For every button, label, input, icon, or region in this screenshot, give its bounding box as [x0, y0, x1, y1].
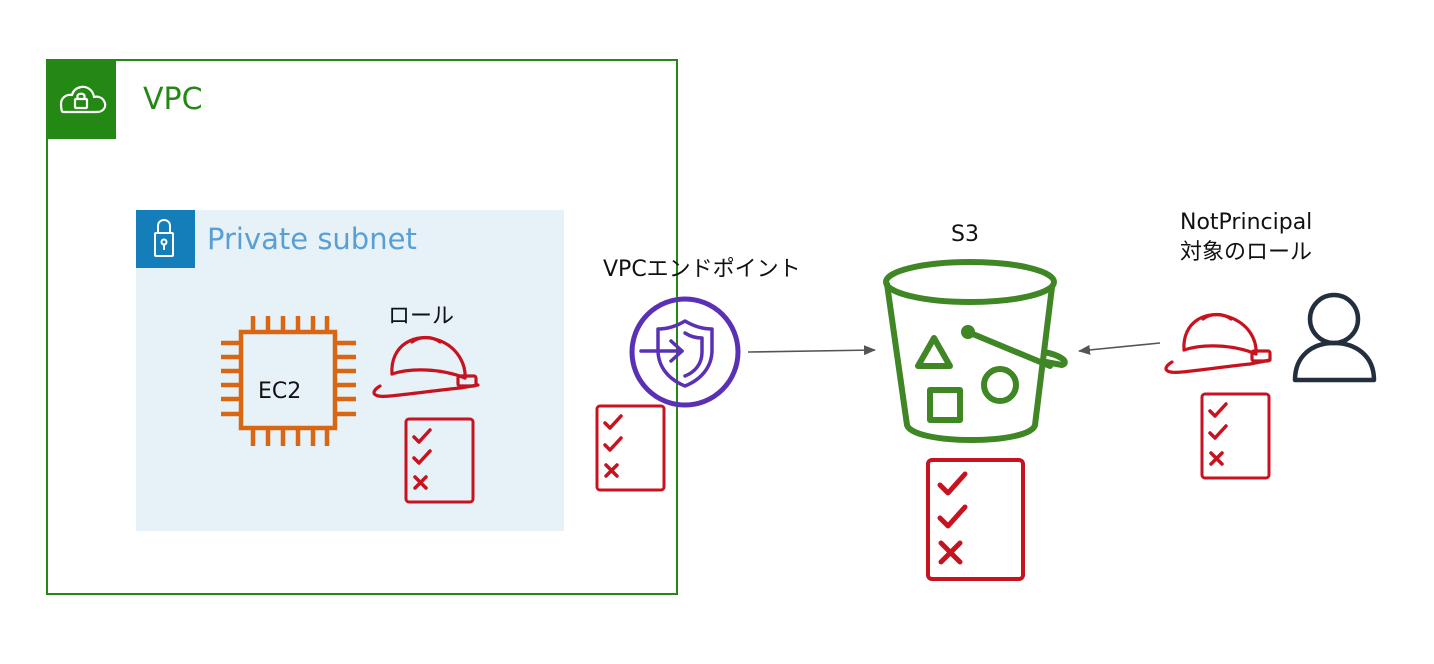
- notprincipal-label: NotPrincipal 対象のロール: [1180, 208, 1312, 268]
- endpoint-checklist-icon: [595, 404, 666, 492]
- notprincipal-label-line1: NotPrincipal: [1180, 210, 1313, 235]
- s3-bucket-policy-checklist-icon: [926, 458, 1025, 581]
- vpc-cloud-lock-icon: [59, 85, 107, 114]
- arrow-endpoint-to-s3: [747, 345, 876, 356]
- role-label: ロール: [388, 304, 455, 329]
- s3-label: S3: [951, 222, 979, 247]
- s3-bucket-icon: [883, 259, 1068, 443]
- arrow-notprincipal-to-s3: [1078, 342, 1161, 355]
- subnet-padlock-icon: [154, 219, 174, 257]
- vpc-label: VPC: [143, 82, 203, 117]
- role-helmet-icon: [372, 335, 480, 398]
- notprincipal-label-line2: 対象のロール: [1180, 240, 1313, 265]
- vpc-container: [46, 59, 678, 595]
- notprincipal-checklist-icon: [1200, 392, 1271, 480]
- role-checklist-icon: [404, 417, 475, 504]
- ec2-label: EC2: [258, 379, 302, 404]
- ec2-chip-icon: [221, 316, 356, 446]
- notprincipal-role-helmet-icon: [1164, 312, 1272, 374]
- private-subnet-label: Private subnet: [207, 222, 417, 256]
- vpc-endpoint-icon: [629, 296, 741, 408]
- user-icon: [1292, 292, 1377, 383]
- vpc-endpoint-label: VPCエンドポイント: [603, 257, 801, 282]
